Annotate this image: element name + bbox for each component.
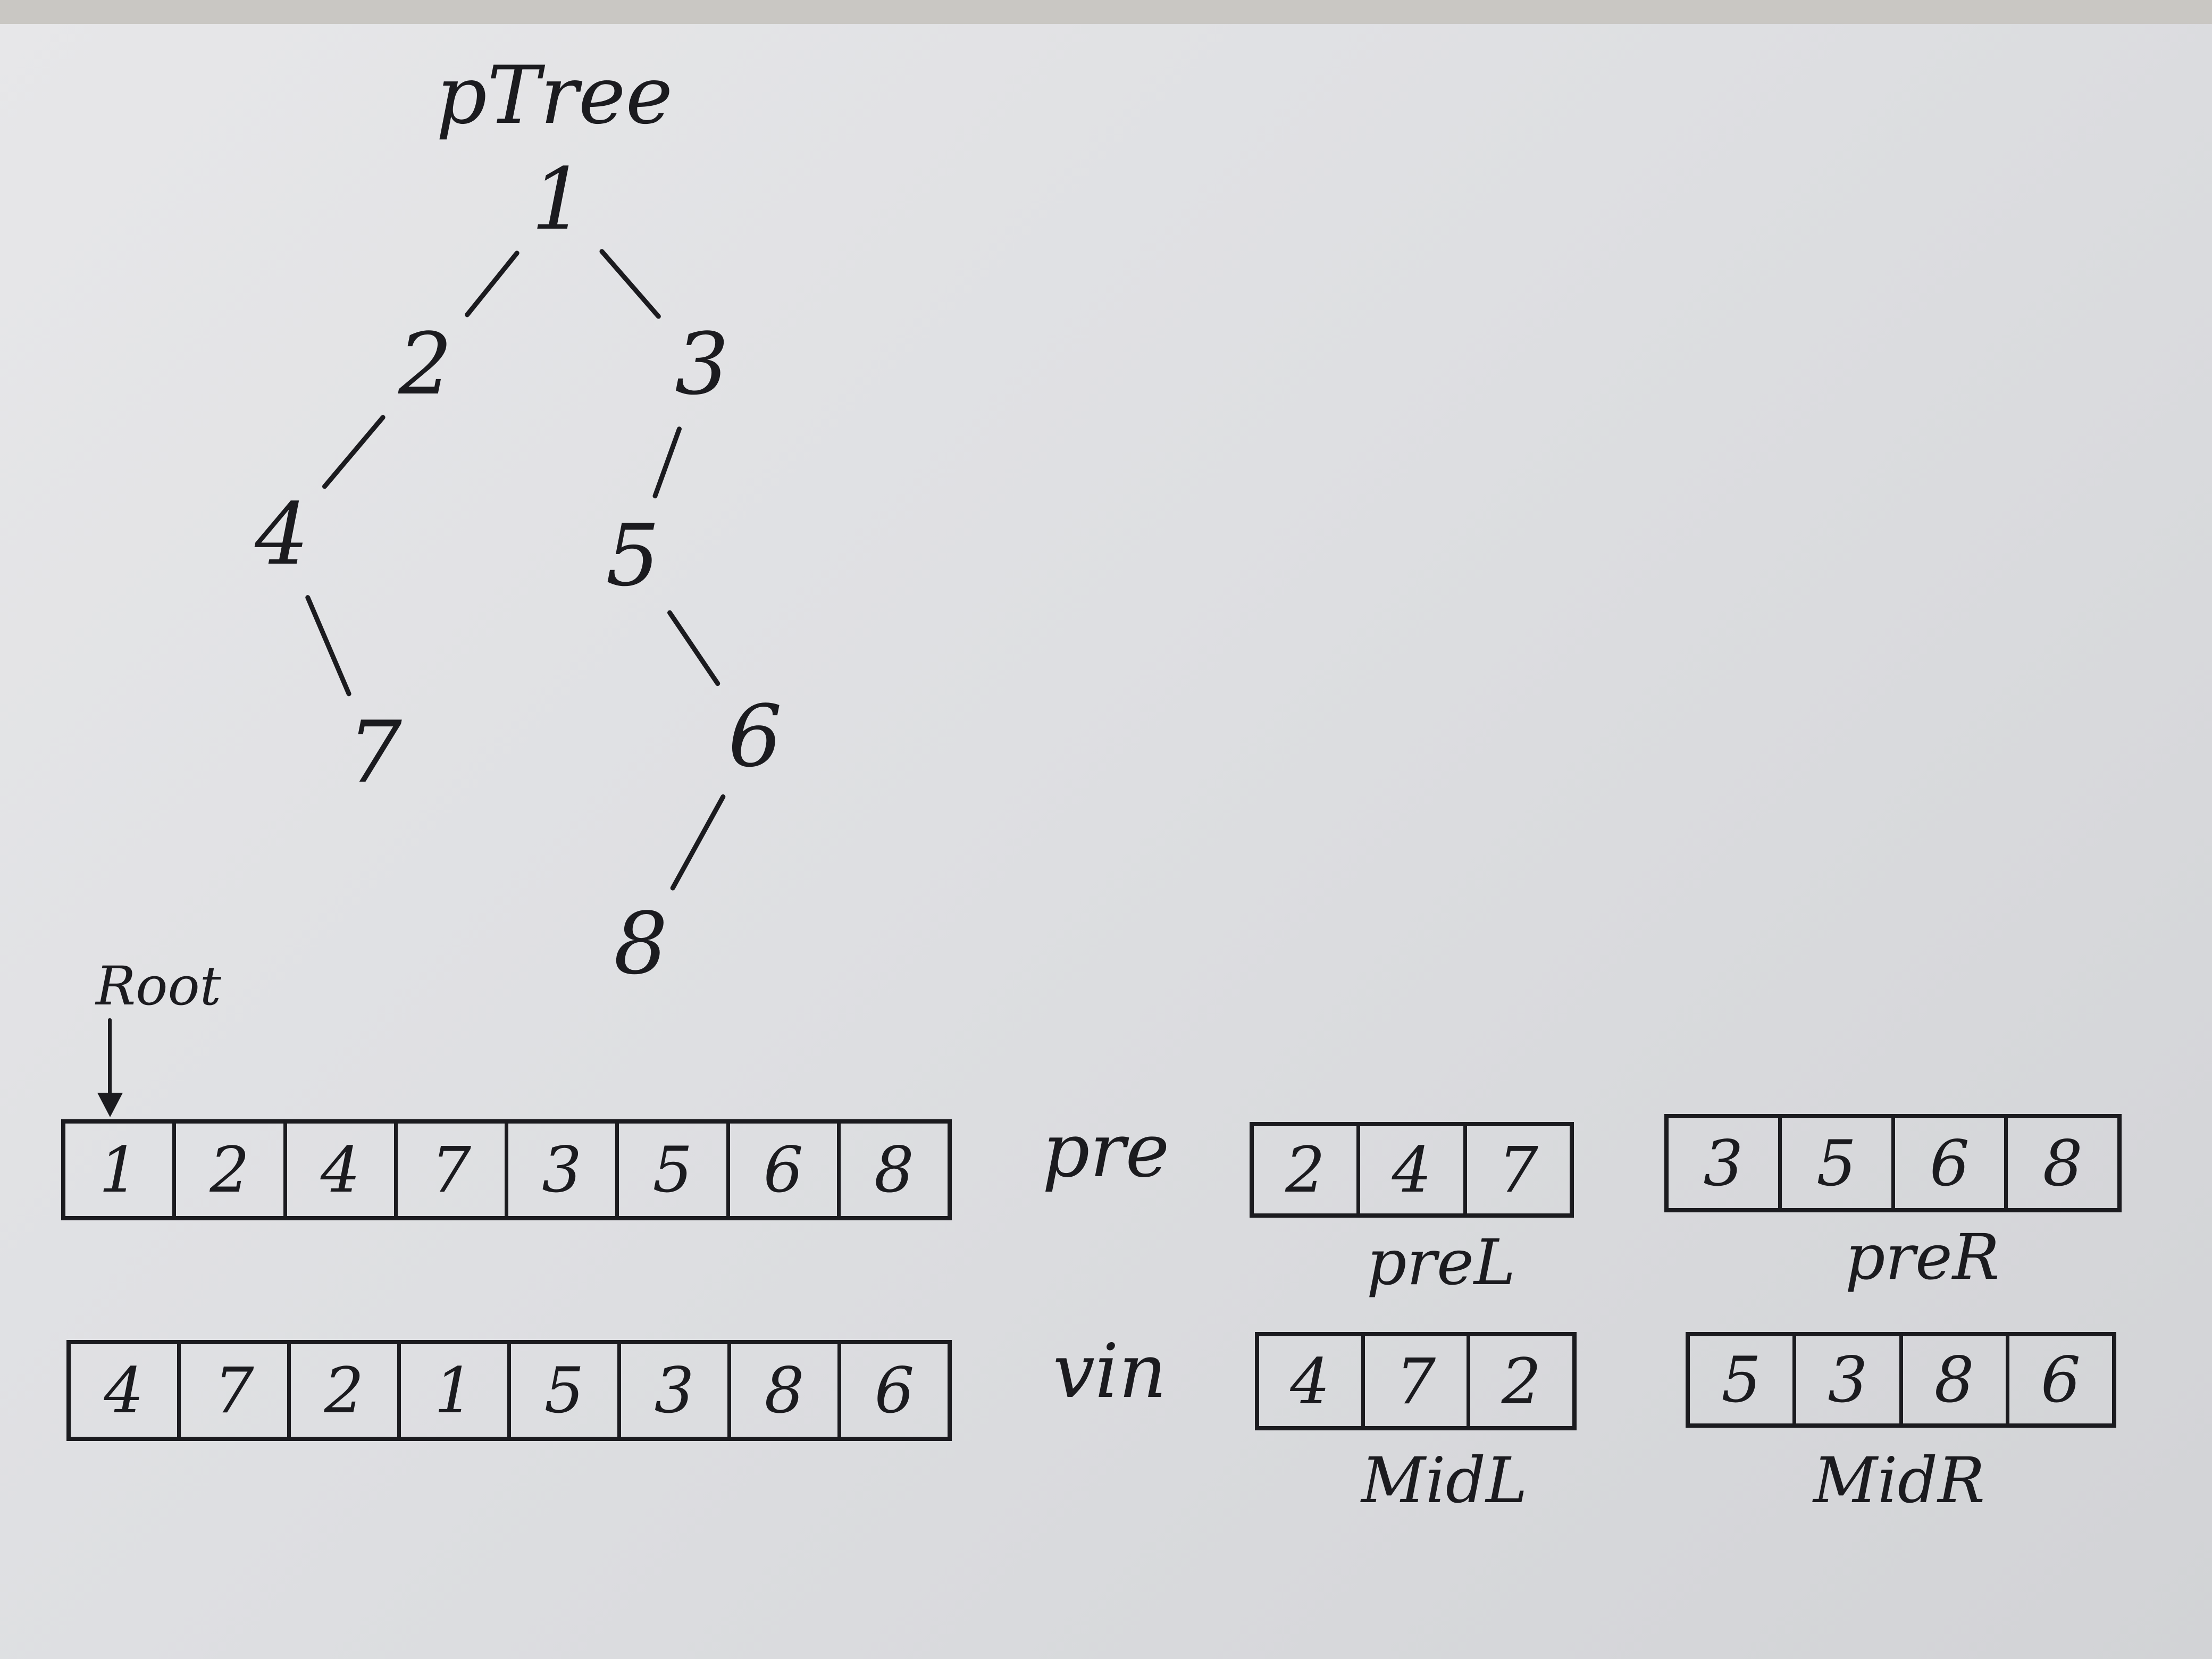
pre-cell: 5: [619, 1124, 730, 1216]
tree-edge-n4-n7: [304, 594, 353, 697]
tree-edge-n1-n3: [598, 248, 662, 320]
tree-node-2: 2: [398, 314, 453, 414]
vin-cell: 2: [291, 1344, 401, 1437]
pre-cell: 2: [176, 1124, 287, 1216]
preR-cell: 3: [1669, 1118, 1782, 1208]
midR-cell: 3: [1796, 1336, 1903, 1423]
vin-cell: 6: [874, 1354, 915, 1427]
tree-node-6: 6: [728, 686, 782, 786]
vin-label: vin: [1053, 1328, 1167, 1415]
pre-cell: 6: [730, 1124, 841, 1216]
tree-edge-n2-n4: [321, 414, 387, 490]
midL-cell: 4: [1259, 1336, 1365, 1426]
vin-cell: 7: [181, 1344, 291, 1437]
preR-cell: 6: [1895, 1118, 2008, 1208]
pre-cell: 4: [287, 1124, 398, 1216]
preL-cell: 4: [1360, 1126, 1467, 1213]
root-arrow-head: [97, 1093, 123, 1117]
vin-array: 4 7 2 1 5 3 8 6: [66, 1340, 952, 1441]
midR-cell: 8: [1903, 1336, 2009, 1423]
preR-cell: 8: [2042, 1126, 2083, 1200]
root-label: Root: [96, 955, 221, 1017]
midR-cell: 5: [1690, 1336, 1797, 1423]
pre-cell: 3: [508, 1124, 619, 1216]
tree-node-7: 7: [348, 702, 402, 802]
preR-array: 3 5 6 8: [1664, 1114, 2122, 1212]
vin-cell: 4: [71, 1344, 181, 1437]
vin-cell: 1: [401, 1344, 511, 1437]
tree-node-1: 1: [531, 149, 585, 249]
preR-label: preR: [1845, 1220, 2000, 1294]
tree-edge-n1-n2: [463, 250, 521, 319]
vin-cell: 3: [621, 1344, 731, 1437]
preL-cell: 7: [1498, 1133, 1538, 1206]
preR-cell: 5: [1782, 1118, 1895, 1208]
midL-cell: 2: [1501, 1344, 1541, 1418]
midL-label: MidL: [1361, 1444, 1528, 1517]
preL-label: preL: [1367, 1226, 1516, 1299]
root-arrow-shaft: [108, 1018, 112, 1098]
pre-array: 1 2 4 7 3 5 6 8: [61, 1119, 952, 1220]
preL-array: 2 4 7: [1250, 1122, 1574, 1218]
vin-cell: 5: [511, 1344, 621, 1437]
midL-cell: 7: [1365, 1336, 1471, 1426]
tree-node-4: 4: [255, 484, 309, 584]
pre-label: pre: [1042, 1108, 1170, 1194]
tree-node-5: 5: [606, 506, 660, 605]
pre-cell: 1: [65, 1124, 177, 1216]
midL-array: 4 7 2: [1255, 1332, 1577, 1430]
preL-cell: 2: [1254, 1126, 1361, 1213]
midR-cell: 6: [2040, 1343, 2081, 1417]
tree-edge-n5-n6: [666, 609, 722, 688]
pre-cell: 7: [398, 1124, 508, 1216]
vin-cell: 8: [731, 1344, 841, 1437]
midR-label: MidR: [1813, 1444, 1985, 1517]
pre-cell: 8: [874, 1133, 914, 1206]
tree-node-8: 8: [614, 894, 668, 993]
tree-edge-n6-n8: [669, 793, 727, 892]
tree-edge-n3-n5: [652, 425, 683, 499]
tree-title: pTree: [436, 49, 673, 142]
tree-node-3: 3: [675, 314, 729, 414]
midR-array: 5 3 8 6: [1686, 1332, 2116, 1428]
